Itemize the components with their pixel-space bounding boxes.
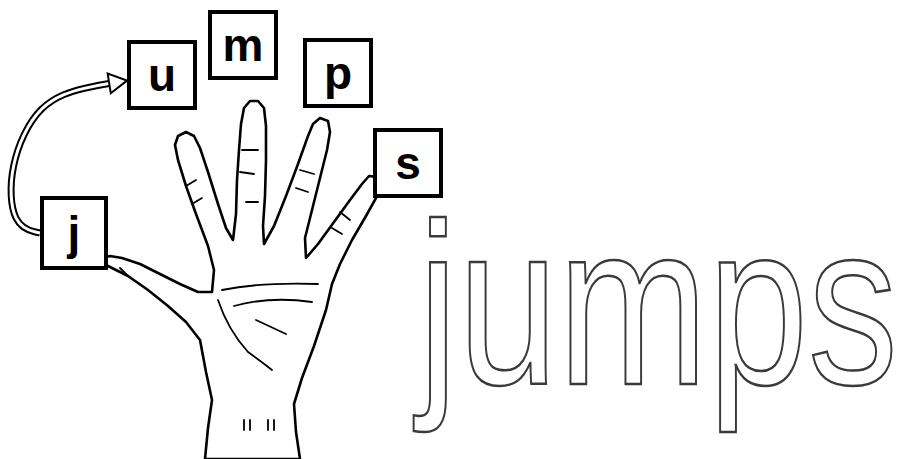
hand-creases xyxy=(120,150,350,430)
letter-box: u xyxy=(127,40,197,110)
letter-box: s xyxy=(373,128,443,198)
letter-text: p xyxy=(324,50,352,96)
letter-text: s xyxy=(395,140,421,186)
letter-box: p xyxy=(303,38,373,108)
outlined-word: jumps xyxy=(418,190,898,420)
letter-box: j xyxy=(40,196,108,270)
word-label-box: jumps xyxy=(418,190,906,420)
letter-text: m xyxy=(223,22,264,68)
hand-outline xyxy=(103,101,380,459)
arrow-head xyxy=(108,74,127,94)
letter-text: u xyxy=(148,52,176,98)
letter-box: m xyxy=(208,10,278,80)
letter-text: j xyxy=(68,210,81,256)
